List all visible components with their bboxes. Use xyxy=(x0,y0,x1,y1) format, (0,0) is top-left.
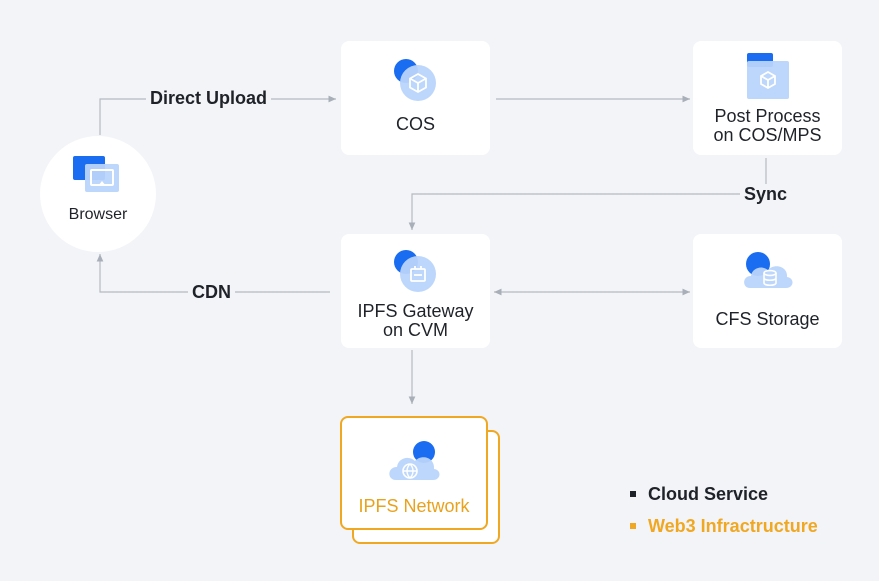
cfs-database-cloud-icon xyxy=(743,252,793,288)
cos-label: COS xyxy=(395,114,435,134)
gateway-server-icon xyxy=(393,250,436,292)
ipfs-network-front-card: IPFS Network xyxy=(340,416,488,530)
legend: Cloud Service Web3 Infractructure xyxy=(630,478,818,542)
edge-label-direct-upload: Direct Upload xyxy=(146,88,272,109)
legend-item-cloud-service: Cloud Service xyxy=(630,478,818,510)
ipfs-network-node: IPFS Network xyxy=(340,416,502,546)
ipfs-network-label: IPFS Network xyxy=(358,496,470,516)
browser-window-icon xyxy=(73,156,119,192)
cos-storage-icon xyxy=(393,59,436,101)
post-process-icon xyxy=(746,53,789,99)
legend-label-cloud-service: Cloud Service xyxy=(648,483,769,504)
browser-node: Browser xyxy=(40,136,156,252)
globe-cloud-icon xyxy=(389,441,440,480)
legend-label-web3-infrastructure: Web3 Infractructure xyxy=(648,515,818,536)
edge-label-sync: Sync xyxy=(740,184,792,205)
legend-swatch-cloud-service xyxy=(630,491,636,497)
edge-sync xyxy=(408,158,767,230)
browser-label: Browser xyxy=(68,206,128,223)
cos-node: COS xyxy=(341,41,490,155)
ipfs-gateway-node: IPFS Gateway on CVM xyxy=(341,234,490,348)
edge-label-cdn: CDN xyxy=(188,282,235,303)
cfs-storage-node: CFS Storage xyxy=(693,234,842,348)
ipfs-gateway-label: IPFS Gateway on CVM xyxy=(357,301,474,340)
legend-item-web3-infrastructure: Web3 Infractructure xyxy=(630,510,818,542)
edge-cdn xyxy=(96,254,330,293)
legend-swatch-web3-infrastructure xyxy=(630,523,636,529)
cfs-storage-label: CFS Storage xyxy=(715,309,820,329)
post-process-node: Post Process on COS/MPS xyxy=(693,41,842,155)
post-process-label: Post Process on COS/MPS xyxy=(713,106,822,145)
